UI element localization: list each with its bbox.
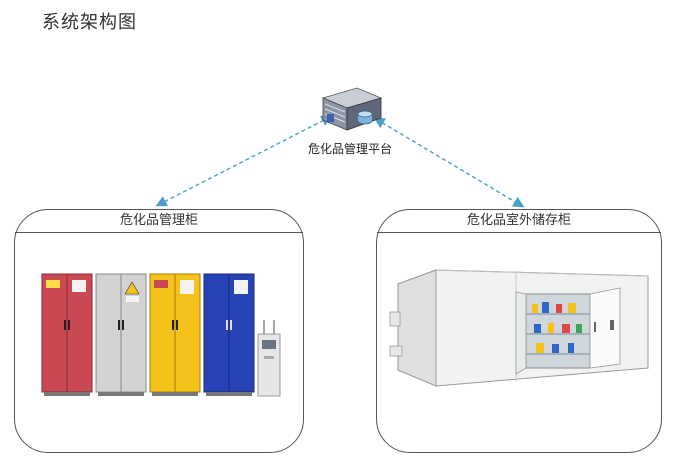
link-platform-to-cabinet: [155, 115, 333, 207]
platform-label: 危化品管理平台: [307, 142, 392, 156]
blue-cabinet: [203, 273, 255, 396]
link-platform-to-outdoor: [373, 117, 525, 208]
page-title: 系统架构图: [42, 12, 137, 33]
yellow-cabinet: [149, 273, 201, 396]
outdoor-storage-panel-title: 危化品室外储存柜: [377, 210, 661, 233]
server-icon: [321, 87, 383, 131]
red-cabinet: [41, 273, 93, 396]
control-unit: [257, 320, 281, 397]
cabinet-panel-title: 危化品管理柜: [15, 210, 303, 233]
cabinets-illustration: [41, 273, 281, 397]
outdoor-storage-illustration: [389, 269, 649, 387]
gray-cabinet: [95, 273, 147, 396]
